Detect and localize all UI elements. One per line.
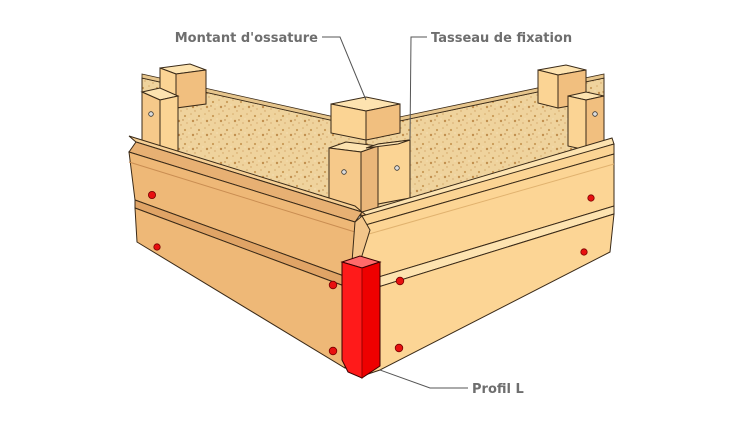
- cladding-board-left-top: [128, 135, 363, 281]
- fixing-batten-left-back: [140, 87, 180, 157]
- screw: [153, 243, 161, 251]
- l-profile: [340, 255, 382, 379]
- corner-joint: [351, 215, 371, 263]
- screw: [328, 346, 338, 356]
- framing-stud-corner: [330, 96, 401, 141]
- leader-l-profile: [379, 369, 468, 389]
- screw: [394, 343, 404, 353]
- leader-framing-stud: [322, 36, 367, 101]
- cladding-board-right-top: [360, 137, 615, 283]
- screw: [580, 248, 588, 256]
- screw: [328, 280, 338, 290]
- cladding-board-left-bottom: [134, 199, 356, 369]
- fixing-batten-corner: [328, 139, 411, 217]
- screw: [587, 194, 595, 202]
- screws: [147, 190, 595, 356]
- label-framing-stud: Montant d'ossature: [175, 31, 318, 46]
- label-l-profile: Profil L: [472, 382, 524, 397]
- leader-lines: [322, 36, 468, 389]
- fixing-batten-right-back: [567, 91, 605, 151]
- label-fixing-batten: Tasseau de fixation: [431, 31, 572, 46]
- screw: [147, 190, 156, 199]
- screw: [395, 276, 405, 286]
- leader-fixing-batten: [409, 36, 427, 141]
